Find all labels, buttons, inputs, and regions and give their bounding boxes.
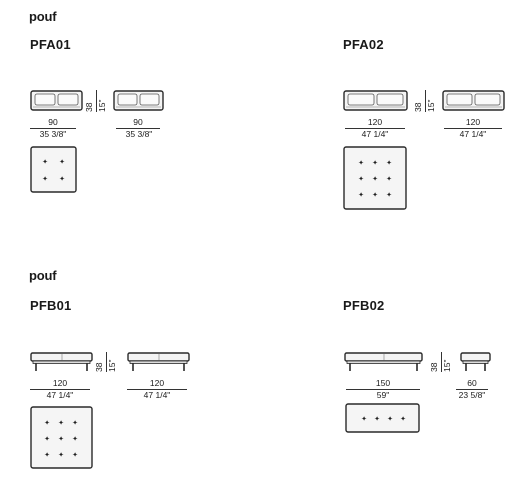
pfa01-height-in: 15" xyxy=(97,99,107,112)
pfa02-top-view-drawing: ✦ ✦ ✦ ✦ ✦ ✦ ✦ ✦ ✦ xyxy=(343,146,407,210)
section-title-pouf-a: pouf xyxy=(29,9,57,24)
pfb02-height-cm: 38 xyxy=(429,362,439,372)
svg-text:✦: ✦ xyxy=(72,435,78,443)
svg-text:✦: ✦ xyxy=(361,415,367,423)
pfa01-height-rule xyxy=(96,90,97,112)
product-code-pfa02: PFA02 xyxy=(343,37,384,52)
svg-text:✦: ✦ xyxy=(358,175,364,183)
pfb02-side-depth-rule xyxy=(456,389,488,390)
pfa01-side-depth-cm: 90 xyxy=(133,117,143,127)
product-code-pfb02: PFB02 xyxy=(343,298,385,313)
svg-text:✦: ✦ xyxy=(400,415,406,423)
svg-text:✦: ✦ xyxy=(44,451,50,459)
pfb01-side-depth-cm: 120 xyxy=(149,378,165,388)
svg-text:✦: ✦ xyxy=(42,175,48,183)
pfa02-height-cm: 38 xyxy=(413,102,423,112)
product-code-pfb01: PFB01 xyxy=(30,298,72,313)
svg-text:✦: ✦ xyxy=(58,451,64,459)
svg-text:✦: ✦ xyxy=(386,159,392,167)
svg-text:✦: ✦ xyxy=(58,435,64,443)
svg-text:✦: ✦ xyxy=(372,159,378,167)
svg-text:✦: ✦ xyxy=(59,158,65,166)
pfa01-side-view-drawing xyxy=(113,90,164,111)
svg-text:✦: ✦ xyxy=(44,419,50,427)
pfb01-front-width-cm: 120 xyxy=(52,378,68,388)
pfb01-height-cm: 38 xyxy=(94,362,104,372)
svg-text:✦: ✦ xyxy=(387,415,393,423)
pfb01-height-in: 15" xyxy=(107,359,117,372)
pfa02-front-view-drawing xyxy=(343,90,408,111)
svg-text:✦: ✦ xyxy=(386,175,392,183)
svg-text:✦: ✦ xyxy=(372,191,378,199)
pfb02-front-width-cm: 150 xyxy=(375,378,391,388)
product-code-pfa01: PFA01 xyxy=(30,37,71,52)
pfb01-side-depth-rule xyxy=(127,389,187,390)
pfa01-side-depth-in: 35 3/8" xyxy=(125,129,153,139)
pfb01-front-width-rule xyxy=(30,389,90,390)
pfa01-front-width-in: 35 3/8" xyxy=(39,129,67,139)
svg-text:✦: ✦ xyxy=(72,451,78,459)
section-title-pouf-b: pouf xyxy=(29,268,57,283)
pfa02-front-width-rule xyxy=(345,128,405,129)
pfb02-side-view-drawing xyxy=(460,352,491,371)
pfa01-front-width-rule xyxy=(30,128,76,129)
pfb01-front-view-drawing xyxy=(30,352,93,371)
pfb02-front-view-drawing xyxy=(344,352,423,371)
svg-text:✦: ✦ xyxy=(59,175,65,183)
pfb02-front-width-rule xyxy=(346,389,420,390)
svg-text:✦: ✦ xyxy=(386,191,392,199)
svg-text:✦: ✦ xyxy=(374,415,380,423)
pfa01-top-view-drawing: ✦ ✦ ✦ ✦ xyxy=(30,146,77,193)
pfb01-height-rule xyxy=(106,352,107,372)
pfb02-front-width-in: 59" xyxy=(376,390,390,400)
pfb01-side-view-drawing xyxy=(127,352,190,371)
pfb01-top-view-drawing: ✦ ✦ ✦ ✦ ✦ ✦ ✦ ✦ ✦ xyxy=(30,406,93,469)
pfa02-side-depth-in: 47 1/4" xyxy=(459,129,487,139)
pfb01-front-width-in: 47 1/4" xyxy=(46,390,74,400)
pfa01-height-cm: 38 xyxy=(84,102,94,112)
svg-text:✦: ✦ xyxy=(58,419,64,427)
pfa02-height-rule xyxy=(425,90,426,112)
pfa02-front-width-in: 47 1/4" xyxy=(361,129,389,139)
svg-text:✦: ✦ xyxy=(372,175,378,183)
pfa01-front-width-cm: 90 xyxy=(48,117,58,127)
svg-text:✦: ✦ xyxy=(44,435,50,443)
pfa02-side-depth-rule xyxy=(444,128,502,129)
pfb02-height-in: 15" xyxy=(442,359,452,372)
pfb02-side-depth-in: 23 5/8" xyxy=(458,390,486,400)
svg-text:✦: ✦ xyxy=(42,158,48,166)
pfb01-side-depth-in: 47 1/4" xyxy=(143,390,171,400)
pfb02-top-view-drawing: ✦ ✦ ✦ ✦ xyxy=(345,403,420,433)
pfa01-front-view-drawing xyxy=(30,90,83,111)
pfb02-height-rule xyxy=(441,352,442,372)
pfa02-side-depth-cm: 120 xyxy=(465,117,481,127)
pfa02-height-in: 15" xyxy=(426,99,436,112)
svg-text:✦: ✦ xyxy=(358,159,364,167)
pfa01-side-depth-rule xyxy=(116,128,160,129)
pfa02-front-width-cm: 120 xyxy=(367,117,383,127)
svg-text:✦: ✦ xyxy=(72,419,78,427)
pfa02-side-view-drawing xyxy=(442,90,505,111)
pfb02-side-depth-cm: 60 xyxy=(467,378,477,388)
svg-text:✦: ✦ xyxy=(358,191,364,199)
